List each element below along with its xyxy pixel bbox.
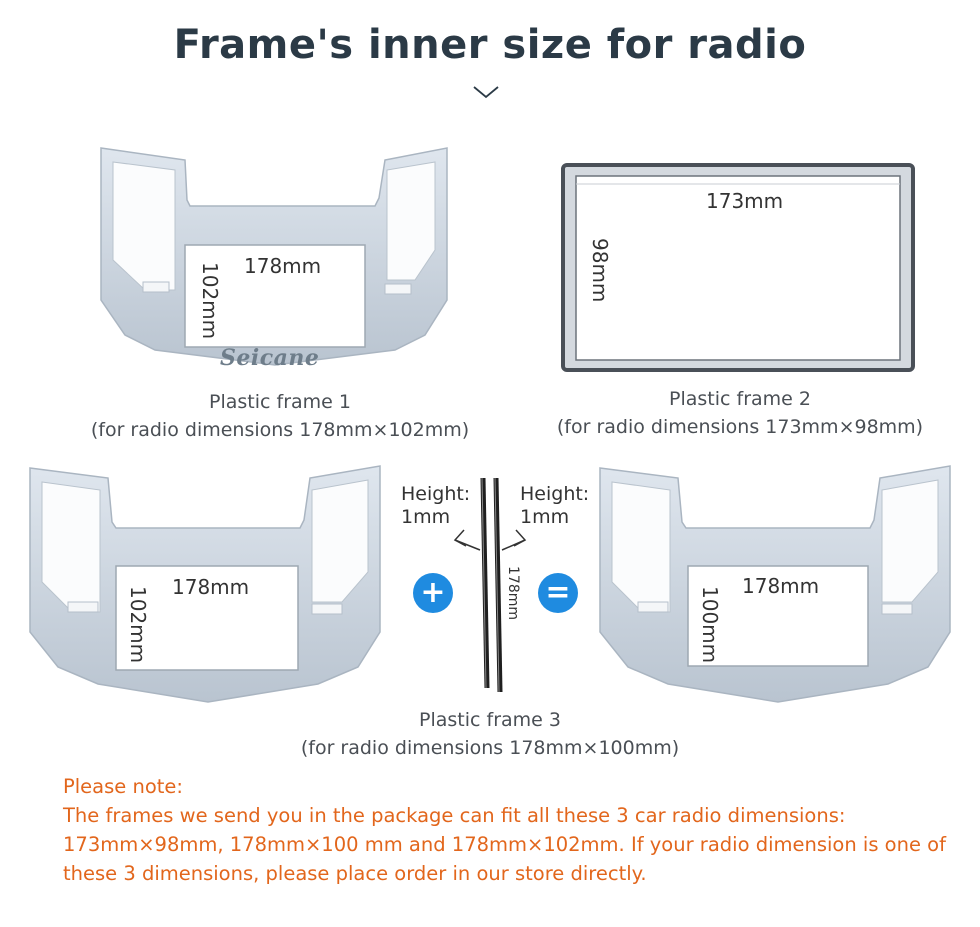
frame2-desc: (for radio dimensions 173mm×98mm) <box>556 416 924 438</box>
note-line-3: these 3 dimensions, please place order i… <box>63 862 647 885</box>
strip-left-height-text: Height: <box>401 483 471 505</box>
frame2-caption: Plastic frame 2 (for radio dimensions 17… <box>520 385 960 441</box>
frame1-name: Plastic frame 1 <box>209 391 351 413</box>
frame3-left-height-label: 102mm <box>126 586 150 664</box>
frame2-image <box>561 163 915 372</box>
plus-icon: + <box>413 573 453 613</box>
chevron-down-icon <box>473 86 499 99</box>
strip-length-label: 178mm <box>505 566 521 620</box>
watermark-logo: Seicane <box>220 345 320 371</box>
note-block: Please note: The frames we send you in t… <box>63 772 946 888</box>
frame2-name: Plastic frame 2 <box>669 388 811 410</box>
note-line-1: The frames we send you in the package ca… <box>63 804 846 827</box>
strip-left-height-value: 1mm <box>401 506 451 528</box>
frame3-left-image <box>29 465 381 703</box>
frame2-height-label: 98mm <box>588 238 612 303</box>
strip-right-height-value: 1mm <box>520 506 570 528</box>
strip-right-height-label: Height: 1mm <box>520 483 589 529</box>
frame3-left-width-label: 178mm <box>172 575 250 599</box>
page-title: Frame's inner size for radio <box>173 22 807 68</box>
frame3-desc: (for radio dimensions 178mm×100mm) <box>300 737 680 759</box>
frame1-caption: Plastic frame 1 (for radio dimensions 17… <box>60 388 500 444</box>
frame3-right-width-label: 178mm <box>742 574 820 598</box>
frame1-desc: (for radio dimensions 178mm×102mm) <box>90 419 470 441</box>
strip-left-height-label: Height: 1mm <box>401 483 470 529</box>
frame3-name: Plastic frame 3 <box>419 709 561 731</box>
frame3-right-image <box>599 465 951 703</box>
frame3-caption: Plastic frame 3 (for radio dimensions 17… <box>270 706 710 762</box>
spacer-strips-image <box>453 477 527 693</box>
frame2-width-label: 173mm <box>706 189 784 213</box>
note-line-2: 173mm×98mm, 178mm×100 mm and 178mm×102mm… <box>63 833 946 856</box>
equals-icon: = <box>538 573 578 613</box>
frame1-width-label: 178mm <box>244 254 322 278</box>
strip-right-height-text: Height: <box>520 483 590 505</box>
note-heading: Please note: <box>63 775 183 798</box>
frame1-height-label: 102mm <box>198 262 222 340</box>
frame3-right-height-label: 100mm <box>698 586 722 664</box>
frame1-image <box>100 147 448 366</box>
